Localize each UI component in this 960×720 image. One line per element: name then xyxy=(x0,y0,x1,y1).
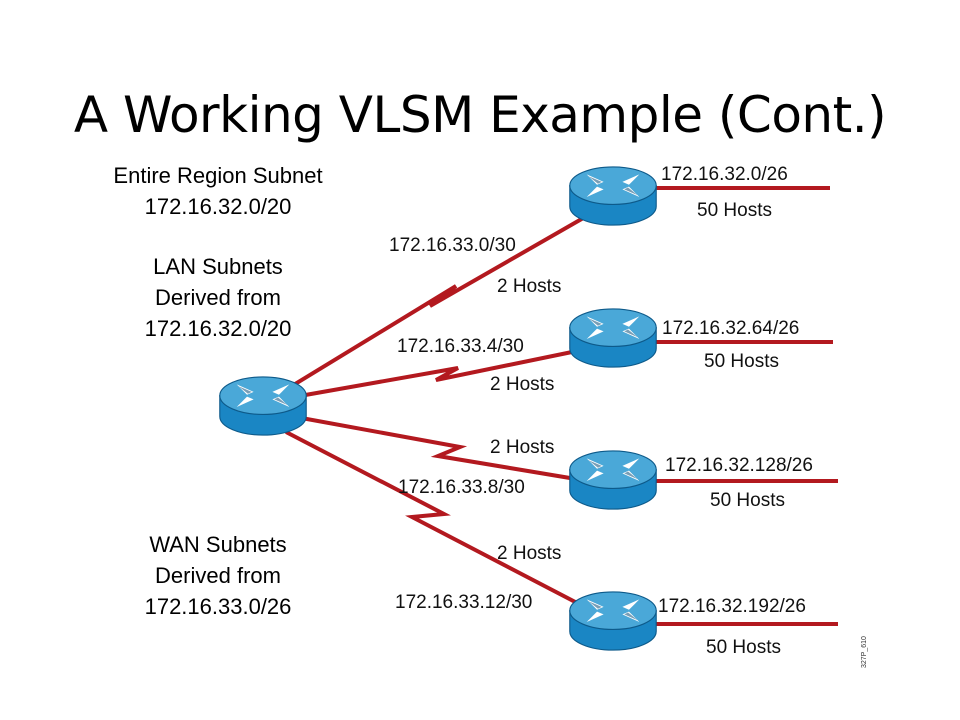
router-4-icon xyxy=(569,591,657,651)
wan-link-4 xyxy=(285,430,607,620)
wan-link-2-subnet: 172.16.33.4/30 xyxy=(397,336,524,357)
lan-2-hosts: 50 Hosts xyxy=(704,351,779,372)
lan-3-hosts: 50 Hosts xyxy=(710,490,785,511)
wan-link-3-hosts: 2 Hosts xyxy=(490,437,554,458)
wan-link-1-hosts: 2 Hosts xyxy=(497,276,561,297)
wan-link-2 xyxy=(293,343,607,399)
wan-link-2-hosts: 2 Hosts xyxy=(490,374,554,395)
wan-link-3 xyxy=(295,415,607,486)
lan-subnets-derived: Derived from xyxy=(155,285,281,310)
slide-title: A Working VLSM Example (Cont.) xyxy=(73,85,887,144)
lan-subnets-label: LAN Subnets Derived from 172.16.32.0/20 xyxy=(100,251,336,344)
wan-link-1-subnet: 172.16.33.0/30 xyxy=(389,235,516,256)
router-1-icon xyxy=(569,166,657,226)
wan-link-1 xyxy=(280,203,607,394)
lan-1-subnet: 172.16.32.0/26 xyxy=(661,164,788,185)
wan-subnets-derived: Derived from xyxy=(155,563,281,588)
lan-2-subnet: 172.16.32.64/26 xyxy=(662,318,799,339)
region-subnet-label: Entire Region Subnet 172.16.32.0/20 xyxy=(86,160,350,222)
lan-4-hosts: 50 Hosts xyxy=(706,637,781,658)
lan-subnets-heading: LAN Subnets xyxy=(153,254,283,279)
region-subnet-value: 172.16.32.0/20 xyxy=(144,194,292,219)
wan-link-3-subnet: 172.16.33.8/30 xyxy=(398,477,525,498)
wan-subnets-heading: WAN Subnets xyxy=(149,532,287,557)
router-3-icon xyxy=(569,450,657,510)
central-router-icon xyxy=(219,376,307,436)
lan-4-subnet: 172.16.32.192/26 xyxy=(658,596,806,617)
lan-subnets-value: 172.16.32.0/20 xyxy=(144,316,292,341)
router-2-icon xyxy=(569,308,657,368)
wan-link-4-subnet: 172.16.33.12/30 xyxy=(395,592,532,613)
lan-1-hosts: 50 Hosts xyxy=(697,200,772,221)
region-subnet-heading: Entire Region Subnet xyxy=(113,163,323,188)
wan-subnets-value: 172.16.33.0/26 xyxy=(144,594,292,619)
lan-3-subnet: 172.16.32.128/26 xyxy=(665,455,813,476)
wan-link-4-hosts: 2 Hosts xyxy=(497,543,561,564)
wan-subnets-label: WAN Subnets Derived from 172.16.33.0/26 xyxy=(100,529,336,622)
figure-code: 327P_610 xyxy=(861,636,868,668)
